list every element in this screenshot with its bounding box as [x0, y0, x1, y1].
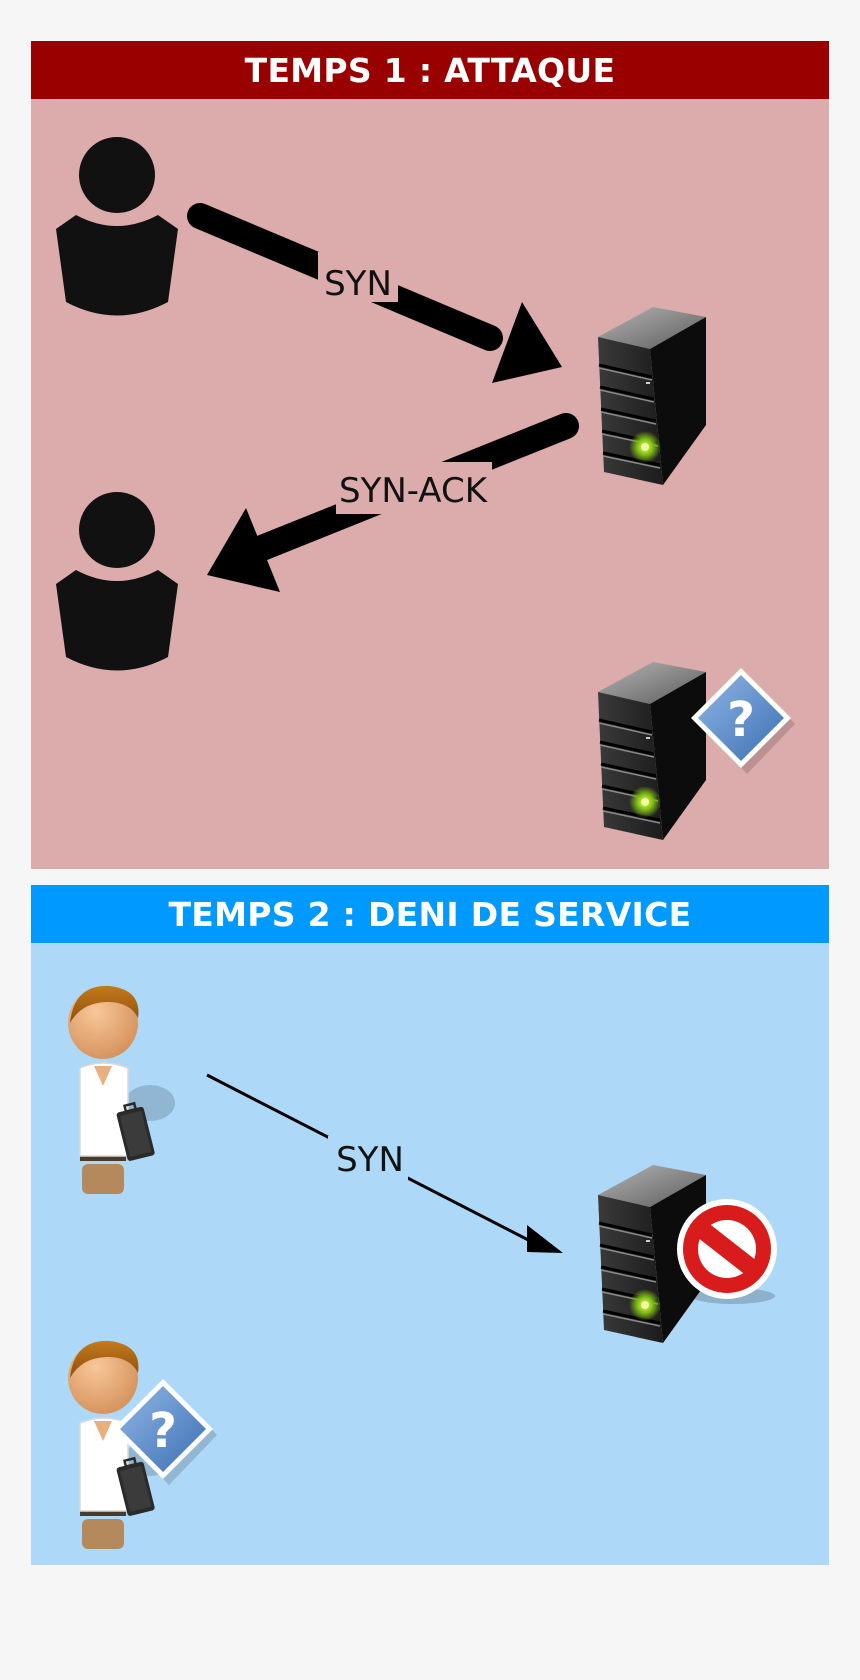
attack-panel-title: TEMPS 1 : ATTAQUE: [31, 41, 829, 99]
syn-label: SYN: [324, 264, 392, 304]
unknown-question-icon: ?: [691, 668, 795, 774]
synack-label: SYN-ACK: [339, 471, 489, 511]
blocked-icon: [677, 1199, 777, 1304]
businessman-icon: [66, 984, 177, 1196]
syn-label-group: SYN: [318, 252, 398, 304]
svg-text:?: ?: [727, 692, 755, 748]
unknown-question-icon: ?: [113, 1379, 217, 1485]
attacker-top-icon: [56, 137, 178, 316]
syn-label-group: SYN: [328, 1136, 408, 1188]
svg-text:?: ?: [149, 1403, 177, 1459]
server-icon: [596, 660, 708, 842]
syn-label: SYN: [336, 1140, 404, 1180]
attacker-bottom-icon: [56, 492, 178, 671]
synack-label-group: SYN-ACK: [336, 462, 492, 514]
dos-panel-title: TEMPS 2 : DENI DE SERVICE: [31, 885, 829, 943]
server-icon: [596, 305, 708, 487]
